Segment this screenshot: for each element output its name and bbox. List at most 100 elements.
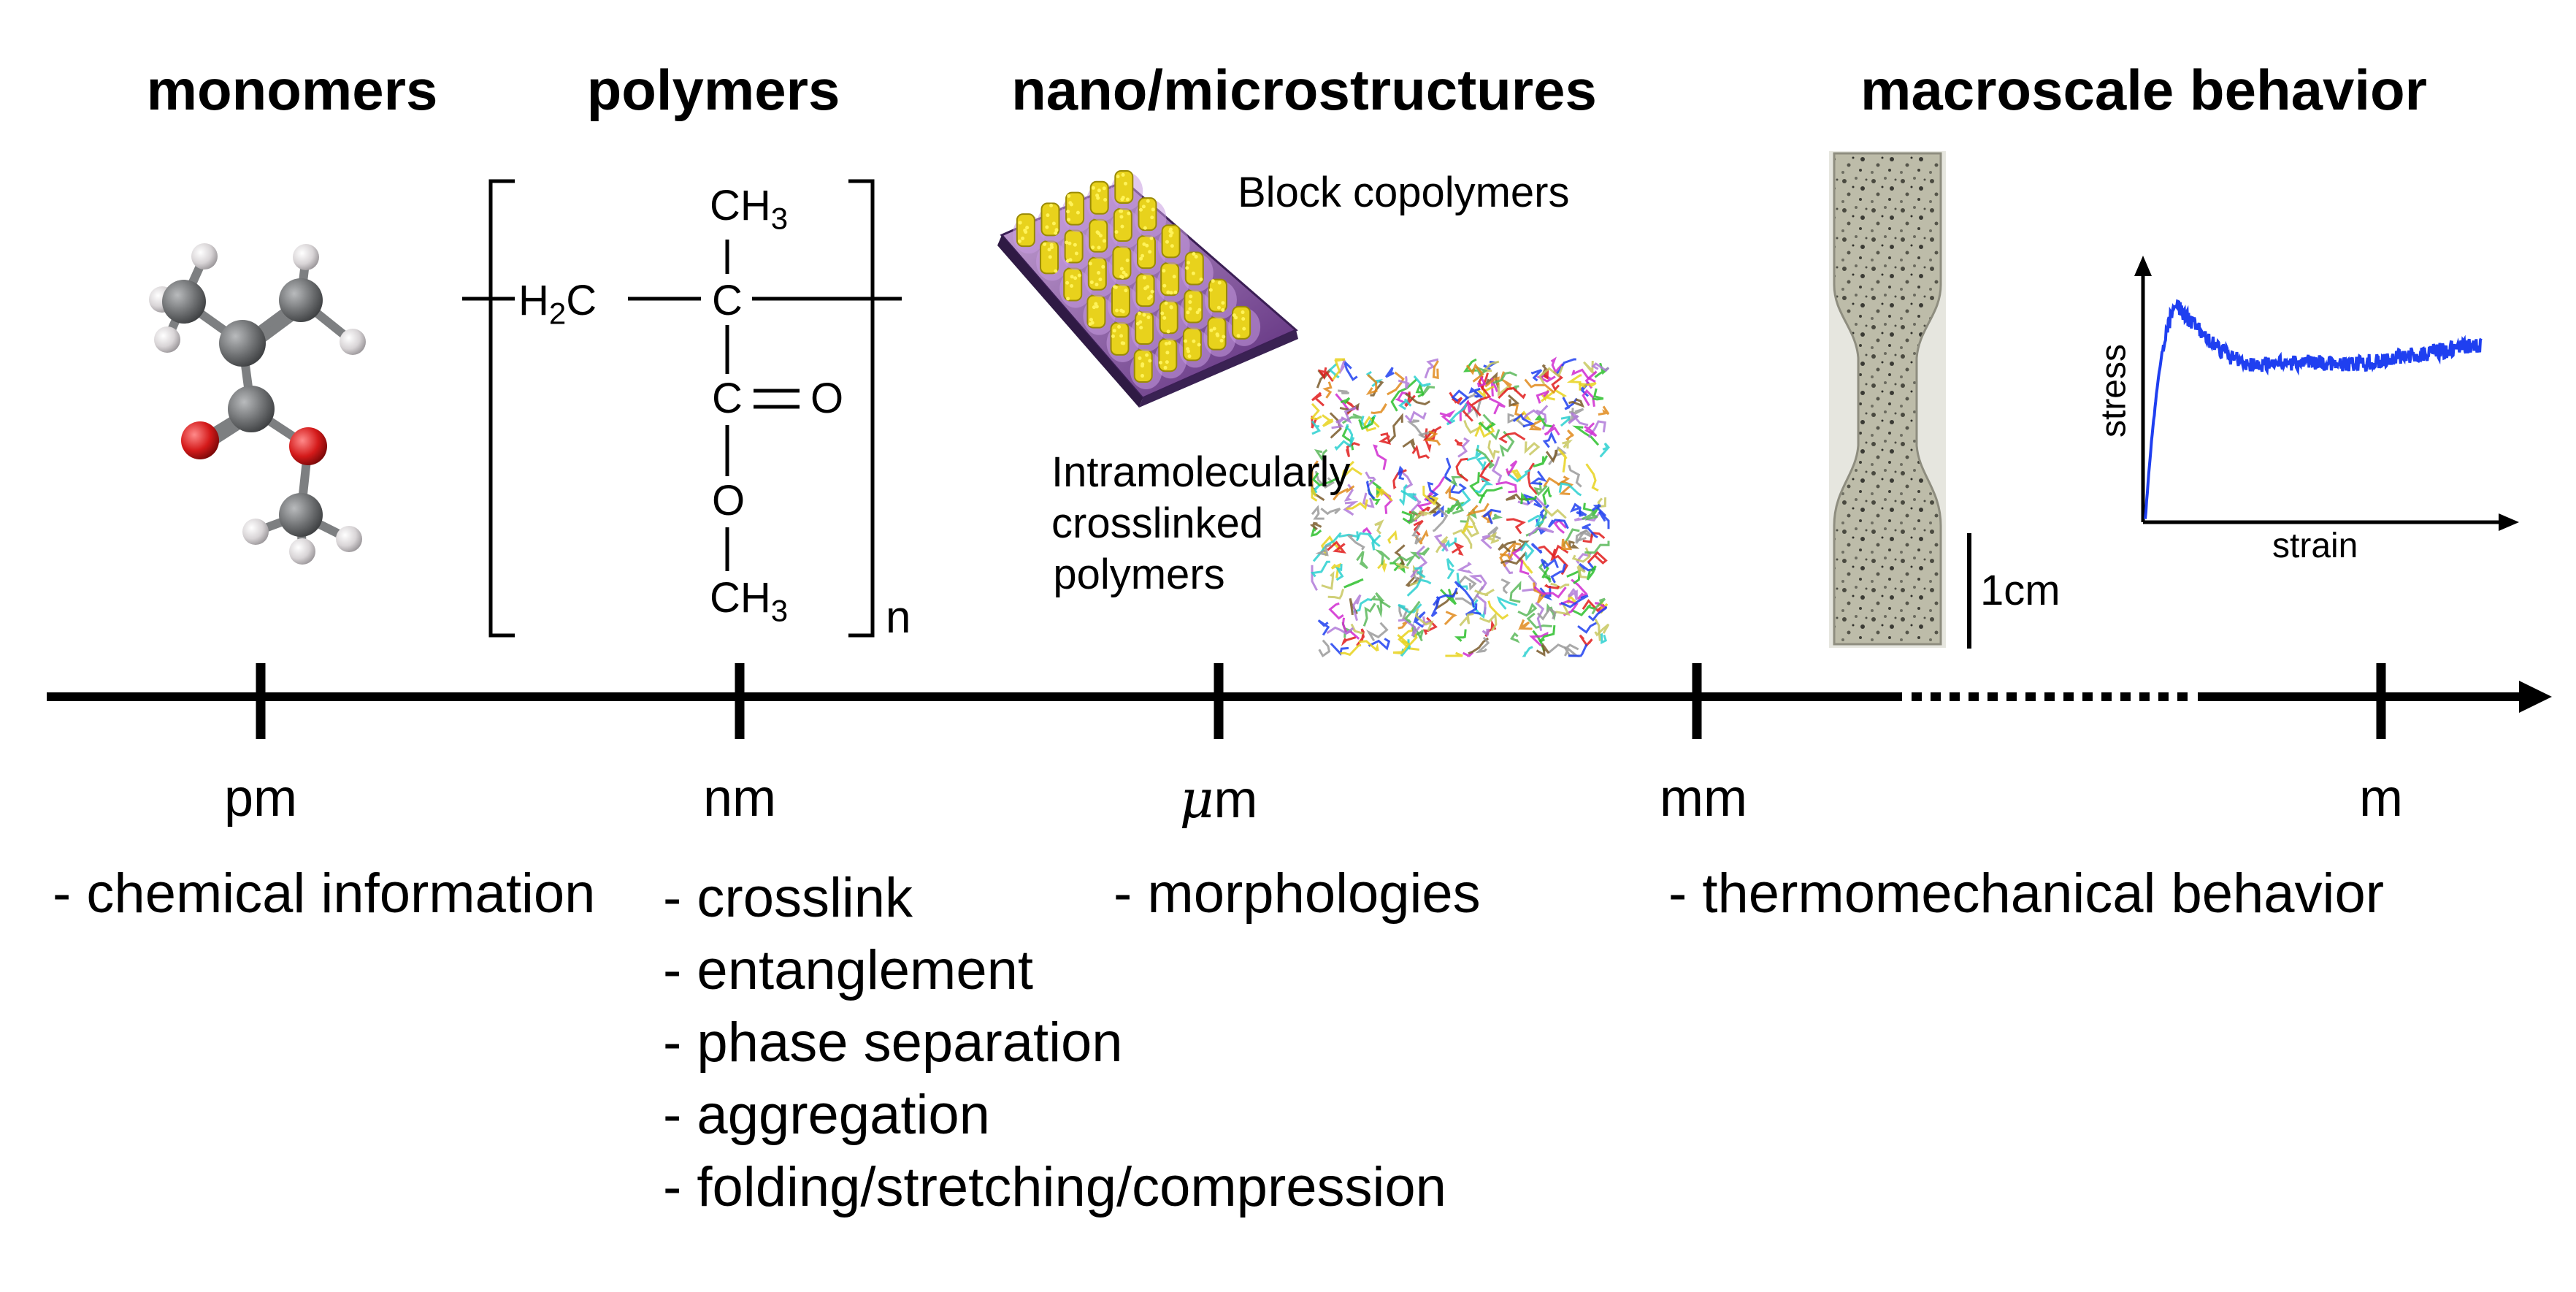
network-strand (1506, 518, 1526, 535)
block-copolymer-image (997, 169, 1298, 408)
network-strand (1414, 608, 1434, 632)
network-strand (1441, 537, 1457, 552)
repeat-n: n (886, 592, 911, 643)
header-nano-microstructures: nano/microstructures (1011, 58, 1597, 122)
block-copolymer-pillar (1107, 283, 1140, 324)
network-strand (1345, 424, 1354, 443)
desc-thermomechanical-behavior: - thermomechanical behavior (1668, 863, 2385, 925)
network-strand (1536, 642, 1550, 657)
network-strand (1406, 578, 1432, 597)
network-strand (1395, 391, 1411, 405)
network-strand (1598, 511, 1610, 530)
network-strand (1444, 500, 1465, 515)
network-strand (1451, 389, 1470, 406)
network-strand (1541, 566, 1552, 581)
atom-o-double: O (810, 375, 844, 422)
network-strand (1402, 437, 1416, 450)
network-strand (1481, 510, 1493, 524)
scale-bar-label: 1cm (1980, 567, 2061, 614)
network-strand (1330, 562, 1342, 578)
monomer-molecule-model (149, 243, 366, 565)
network-strand (1410, 545, 1428, 578)
network-strand (1542, 486, 1552, 505)
network-strand (1397, 465, 1405, 481)
network-strand (1550, 548, 1568, 576)
plot-ylabel: stress (2094, 343, 2134, 438)
network-strand (1340, 397, 1351, 405)
network-strand (1338, 389, 1349, 394)
network-strand (1398, 398, 1412, 410)
network-strand (1415, 381, 1425, 398)
network-strand (1346, 535, 1365, 551)
desc-nm-item: - phase separation (663, 1012, 1123, 1074)
network-strand (1392, 640, 1411, 655)
network-strand (1540, 558, 1559, 570)
atom-o-ester: O (712, 477, 745, 524)
network-strand (1499, 430, 1515, 457)
network-strand (1465, 603, 1481, 616)
network-strand (1455, 457, 1469, 482)
network-strand (1507, 413, 1526, 428)
network-strand (1411, 444, 1430, 459)
network-strand (1424, 430, 1441, 446)
header-monomers: monomers (146, 58, 438, 122)
network-strand (1343, 500, 1359, 516)
network-strand (1500, 371, 1513, 391)
stress-strain-plot (2134, 256, 2519, 531)
network-strand (1550, 582, 1570, 589)
network-strand (1530, 369, 1543, 382)
network-strand (1387, 371, 1405, 396)
network-strand (1500, 551, 1526, 565)
network-strand (1341, 460, 1362, 481)
network-strand (1558, 482, 1582, 497)
network-strand (1534, 414, 1554, 428)
block-copolymer-pillar (1130, 349, 1162, 390)
network-strand (1568, 398, 1585, 408)
network-strand (1398, 628, 1419, 651)
block-copolymer-pillar (1157, 224, 1190, 265)
network-strand (1488, 397, 1506, 415)
tensile-specimen-photo (1829, 151, 1946, 648)
network-strand (1524, 378, 1556, 394)
network-strand (1311, 391, 1325, 407)
network-strand (1524, 441, 1541, 456)
network-strand (1505, 460, 1518, 477)
network-strand (1511, 546, 1530, 576)
network-strand (1464, 397, 1483, 418)
network-strand (1414, 529, 1429, 545)
network-strand (1345, 442, 1360, 457)
network-strand (1527, 462, 1538, 495)
network-strand (1592, 388, 1604, 401)
block-copolymer-pillar (1036, 240, 1069, 281)
network-strand (1398, 603, 1422, 613)
network-strand (1585, 463, 1599, 492)
network-strand (1527, 514, 1544, 528)
network-strand (1545, 449, 1558, 463)
network-strand (1536, 607, 1557, 621)
network-strand (1533, 455, 1549, 467)
network-strand (1584, 422, 1598, 437)
network-strand (1352, 594, 1362, 622)
block-copolymer-pillar (1181, 251, 1214, 292)
network-strand (1487, 440, 1500, 461)
block-copolymer-pillar (1037, 202, 1070, 243)
network-strand (1413, 511, 1430, 521)
network-strand (1492, 513, 1503, 520)
network-strand (1376, 599, 1391, 618)
network-strand (1576, 565, 1587, 578)
network-strand (1365, 622, 1389, 642)
network-strand (1424, 358, 1439, 379)
network-strand (1594, 623, 1610, 637)
network-strand (1413, 375, 1431, 387)
network-strand (1332, 358, 1346, 381)
network-strand (1454, 581, 1475, 608)
stress-strain-curve (2144, 299, 2483, 519)
network-strand (1327, 540, 1346, 554)
block-copolymer-pillar (1154, 338, 1187, 379)
network-strand (1465, 363, 1484, 383)
block-copolymer-pillar (1085, 218, 1118, 259)
network-strand (1568, 408, 1584, 415)
network-strand (1311, 505, 1325, 520)
network-strand (1422, 616, 1430, 627)
